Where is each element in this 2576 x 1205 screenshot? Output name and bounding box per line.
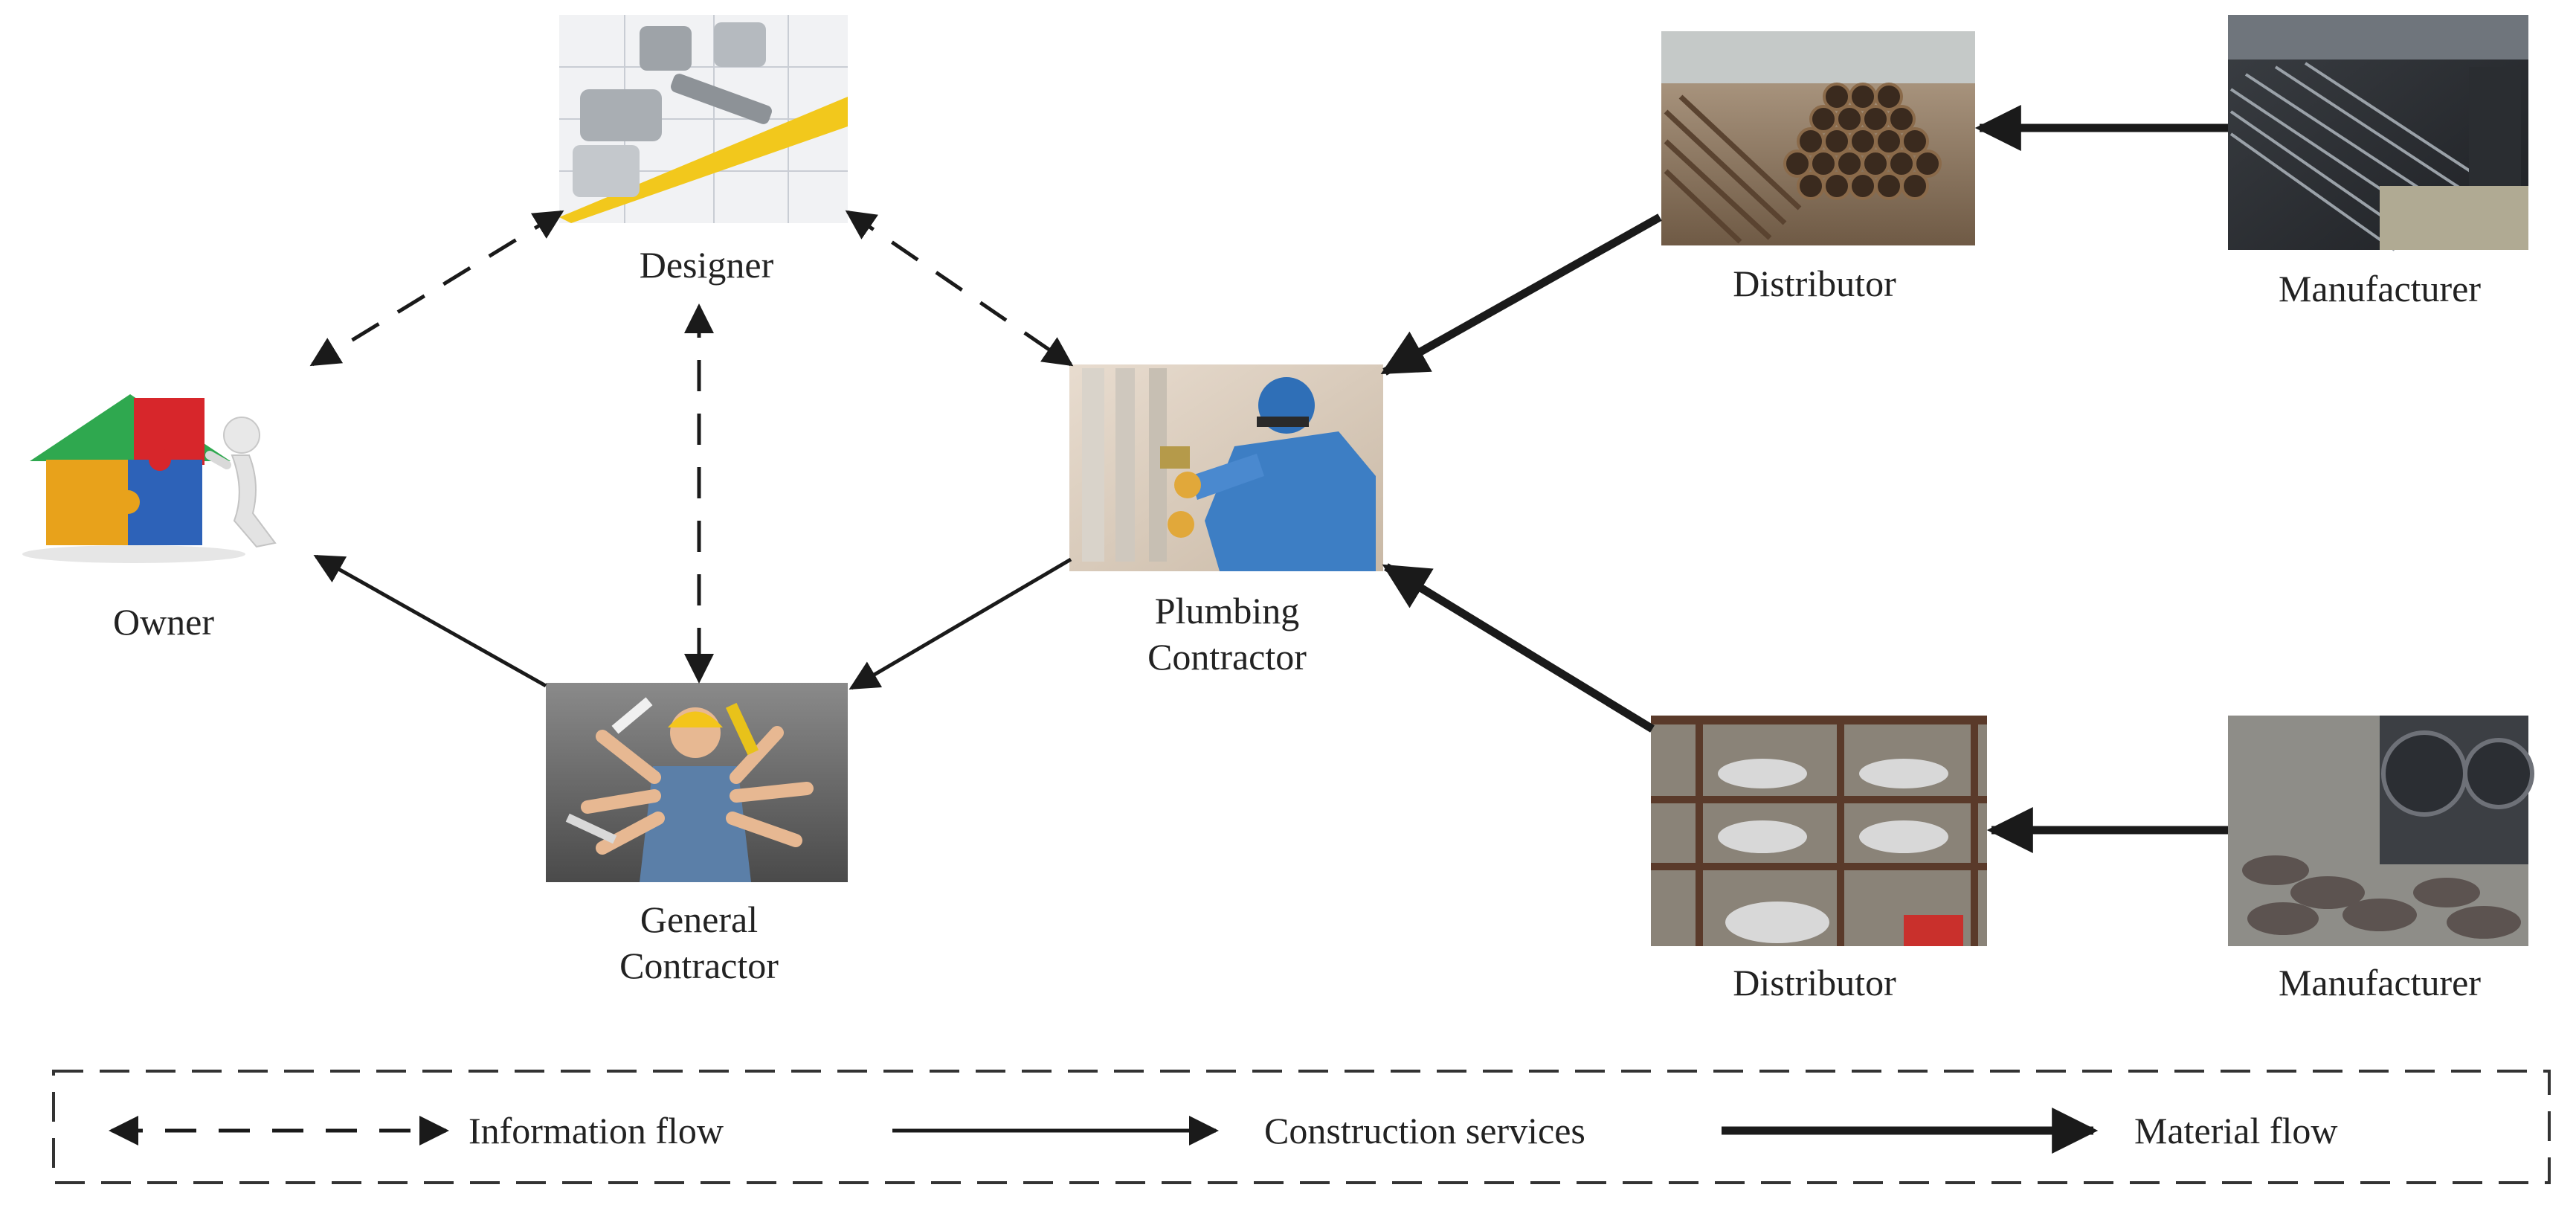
info-arrow-designer-plumbing — [845, 210, 1074, 367]
info-arrow-designer-owner — [309, 210, 564, 367]
plumbing-contractor-label-line1: Plumbing — [1154, 590, 1300, 632]
general-contractor-worker-photo — [546, 683, 848, 882]
construction-services-arrows — [313, 554, 1072, 690]
legend-material-flow-label: Material flow — [2134, 1110, 2338, 1151]
distributor-top-label: Distributor — [1733, 263, 1896, 304]
distributor-bottom-fittings-warehouse-photo — [1651, 716, 1987, 946]
owner-label: Owner — [112, 601, 215, 643]
distributor-top-pipe-stack-photo — [1661, 31, 1975, 245]
plumbing-contractor-plumber-photo — [1069, 364, 1383, 571]
material-flow-arrows — [1380, 105, 2228, 853]
legend-information-flow-label: Information flow — [468, 1110, 724, 1151]
owner-house-puzzle-icon — [22, 394, 277, 563]
information-flow-arrows — [309, 210, 1074, 684]
designer-label: Designer — [639, 244, 774, 286]
plumbing-contractor-label-line2: Contractor — [1147, 636, 1307, 678]
service-arrow-plumbing-general — [849, 557, 1072, 690]
manufacturer-top-label: Manufacturer — [2278, 268, 2482, 309]
plumbing-contractor-label: Plumbing Contractor — [1101, 588, 1353, 680]
material-arrow-distributor-bottom-plumbing — [1382, 563, 1655, 733]
legend-border — [52, 1070, 2551, 1184]
designer-fittings-blueprint-photo — [559, 15, 848, 223]
manufacturer-bottom-label: Manufacturer — [2278, 962, 2482, 1003]
general-contractor-label: General Contractor — [580, 896, 818, 989]
material-arrow-distributor-top-plumbing — [1380, 213, 1662, 376]
legend-construction-services-label: Construction services — [1264, 1110, 1585, 1151]
general-contractor-label-line1: General — [640, 899, 759, 940]
legend — [52, 1070, 2551, 1184]
manufacturer-bottom-elbow-factory-photo — [2228, 716, 2534, 946]
manufacturer-top-pipe-factory-photo — [2228, 15, 2528, 251]
general-contractor-label-line2: Contractor — [619, 945, 779, 986]
distributor-bottom-label: Distributor — [1733, 962, 1896, 1003]
service-arrow-general-owner — [313, 554, 547, 688]
